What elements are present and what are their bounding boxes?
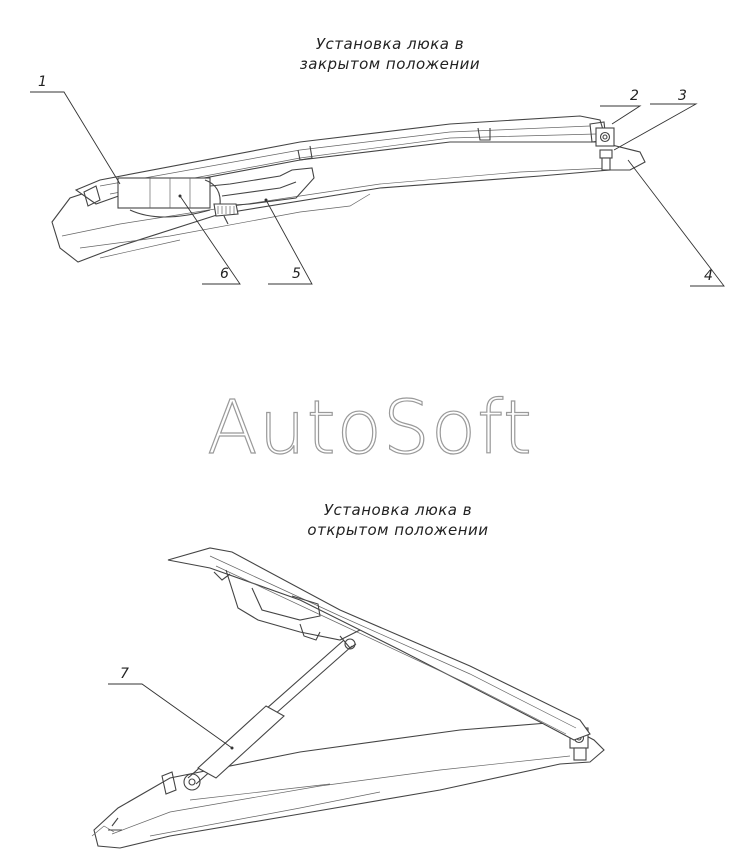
lock-cylinder	[117, 177, 239, 225]
callout-7: 7	[120, 666, 129, 682]
callout-5: 5	[292, 266, 301, 282]
caption-closed-line2: закрытом положении	[299, 55, 481, 73]
caption-open-position: Установка люка в открытом положении	[268, 500, 528, 540]
caption-closed-line1: Установка люка в	[315, 35, 465, 53]
callout-1: 1	[38, 74, 47, 90]
callout-4: 4	[704, 268, 713, 284]
callout-2: 2	[630, 88, 639, 104]
callout-3: 3	[678, 88, 687, 104]
caption-open-line1: Установка люка в	[323, 501, 473, 519]
hatch-closed-assembly	[30, 91, 725, 287]
roof-panel-open	[93, 721, 605, 849]
hatch-lid-open	[167, 547, 591, 741]
watermark: AutoSoft	[206, 384, 533, 471]
callout-6: 6	[220, 266, 229, 282]
hatch-open-assembly	[91, 547, 605, 849]
hinge-bracket	[595, 127, 615, 171]
gas-spring	[183, 638, 356, 791]
caption-closed-position: Установка люка в закрытом положении	[260, 34, 520, 74]
hatch-frame-closed	[83, 185, 101, 207]
caption-open-line2: открытом положении	[307, 521, 489, 539]
hatch-handle	[209, 167, 315, 207]
